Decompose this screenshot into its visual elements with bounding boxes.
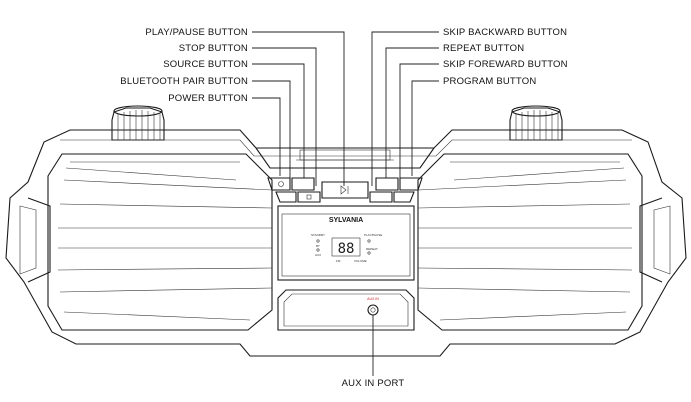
stop-button[interactable] bbox=[297, 191, 321, 203]
leader-skip-backward bbox=[371, 31, 439, 186]
play-pause-button[interactable] bbox=[321, 181, 369, 199]
callout-source-button: SOURCE BUTTON bbox=[163, 59, 248, 70]
label-bt: BT bbox=[316, 244, 320, 248]
leader-repeat bbox=[385, 47, 439, 178]
led-display bbox=[331, 237, 361, 257]
play-indicator bbox=[367, 239, 371, 243]
callout-power-button: POWER BUTTON bbox=[168, 93, 248, 104]
skip-forward-button[interactable] bbox=[393, 191, 415, 203]
label-play-pause: PLAY/PAUSE bbox=[364, 233, 382, 237]
repeat-indicator bbox=[367, 251, 371, 255]
button-cluster bbox=[267, 177, 423, 203]
label-standby: STANDBY bbox=[311, 233, 325, 237]
left-knob bbox=[111, 105, 165, 141]
callout-stop-button: STOP BUTTON bbox=[179, 43, 248, 54]
bt-indicator bbox=[316, 248, 320, 252]
label-repeat: REPEAT bbox=[366, 247, 378, 251]
program-button[interactable] bbox=[399, 177, 423, 191]
label-aux: AUX bbox=[315, 253, 321, 257]
leader-program bbox=[411, 80, 439, 176]
leader-skip-forward bbox=[399, 63, 439, 186]
leader-play-pause bbox=[252, 31, 345, 186]
callouts-left: PLAY/PAUSE BUTTON STOP BUTTON SOURCE BUT… bbox=[120, 27, 248, 104]
repeat-button[interactable] bbox=[375, 177, 399, 191]
leader-power bbox=[252, 97, 281, 176]
source-button[interactable] bbox=[291, 177, 315, 191]
callout-skip-forward-button: SKIP FOREWARD BUTTON bbox=[443, 59, 568, 70]
display-digits: 88 bbox=[338, 241, 355, 257]
leader-bluetooth-pair bbox=[252, 80, 291, 190]
label-volume: VOLUME bbox=[354, 259, 367, 263]
aux-in-port[interactable]: AUX IN bbox=[367, 297, 379, 316]
bluetooth-pair-button[interactable] bbox=[275, 191, 297, 203]
label-fm: FM bbox=[336, 259, 341, 263]
callout-aux-in-port: AUX IN PORT bbox=[342, 378, 405, 389]
callout-program-button: PROGRAM BUTTON bbox=[443, 76, 536, 87]
leader-lines-left bbox=[252, 31, 345, 190]
standby-indicator bbox=[316, 239, 320, 243]
skip-backward-button[interactable] bbox=[369, 191, 393, 203]
callout-play-pause-button: PLAY/PAUSE BUTTON bbox=[145, 27, 248, 38]
callout-repeat-button: REPEAT BUTTON bbox=[443, 43, 524, 54]
callout-skip-backward-button: SKIP BACKWARD BUTTON bbox=[443, 27, 567, 38]
power-button[interactable] bbox=[267, 177, 291, 191]
aux-in-tag: AUX IN bbox=[367, 297, 379, 301]
callouts-right: SKIP BACKWARD BUTTON REPEAT BUTTON SKIP … bbox=[443, 27, 568, 87]
leader-lines-right bbox=[371, 31, 439, 186]
right-knob bbox=[509, 105, 563, 141]
callout-bluetooth-pair-button: BLUETOOTH PAIR BUTTON bbox=[120, 76, 248, 87]
brand-logo: SYLVANIA bbox=[329, 217, 363, 224]
leader-source bbox=[252, 63, 305, 178]
leader-stop bbox=[252, 47, 317, 186]
boombox-body bbox=[5, 129, 687, 357]
control-panel: SYLVANIA 88 STANDBY BT AUX PLAY/PAUSE RE… bbox=[311, 217, 382, 263]
